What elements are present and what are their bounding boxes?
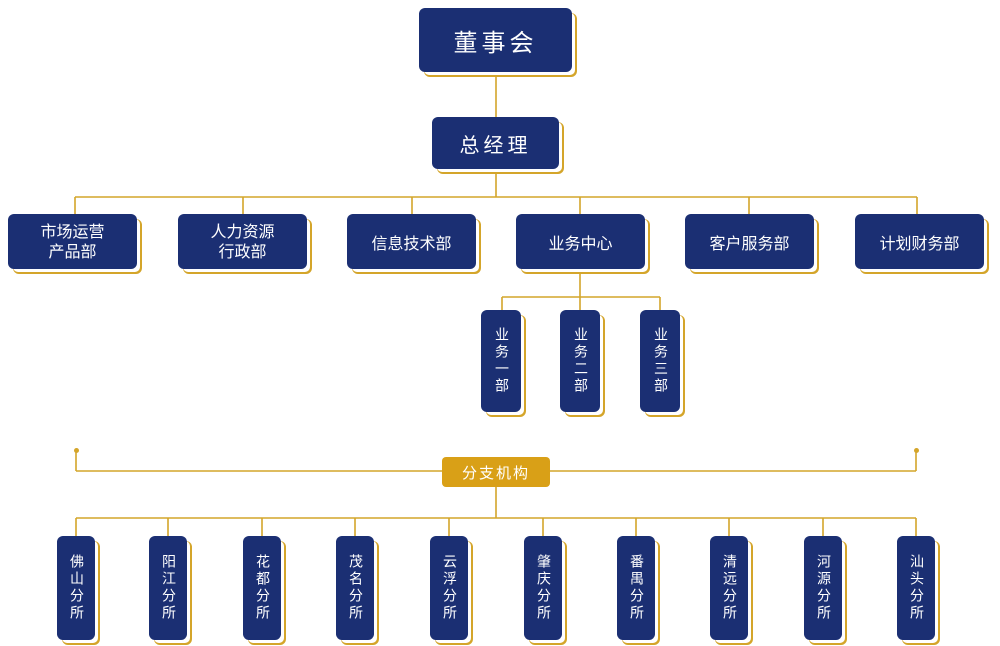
department-label-line1: 人力资源 (210, 221, 275, 241)
department-hr-admin[interactable]: 人力资源 行政部 (178, 214, 307, 269)
branch-label: 番禺分所 (628, 554, 644, 622)
branch-label: 阳江分所 (160, 554, 176, 622)
department-finance[interactable]: 计划财务部 (855, 214, 984, 269)
business-unit-2[interactable]: 业务二部 (560, 310, 600, 412)
branch-huadu[interactable]: 花都分所 (243, 536, 281, 640)
branch-panyu[interactable]: 番禺分所 (617, 536, 655, 640)
department-label: 业务中心 (548, 233, 613, 253)
general-manager-label: 总经理 (459, 132, 532, 157)
business-unit-label: 业务三部 (652, 327, 668, 395)
branch-qingyuan[interactable]: 清远分所 (710, 536, 748, 640)
department-label-line2: 产品部 (48, 241, 97, 261)
business-unit-3[interactable]: 业务三部 (640, 310, 680, 412)
branch-yangjiang[interactable]: 阳江分所 (149, 536, 187, 640)
department-label: 信息技术部 (371, 233, 452, 253)
branch-offices-label: 分支机构 (461, 463, 530, 482)
branch-offices-badge: 分支机构 (442, 457, 550, 487)
department-label: 计划财务部 (879, 233, 960, 253)
branch-foshan[interactable]: 佛山分所 (57, 536, 95, 640)
branch-shantou[interactable]: 汕头分所 (897, 536, 935, 640)
branch-heyuan[interactable]: 河源分所 (804, 536, 842, 640)
branch-maoming[interactable]: 茂名分所 (336, 536, 374, 640)
branch-label: 云浮分所 (441, 554, 457, 622)
branch-label: 花都分所 (254, 554, 270, 622)
department-label-line2: 行政部 (218, 241, 267, 261)
branch-yunfu[interactable]: 云浮分所 (430, 536, 468, 640)
department-business-center[interactable]: 业务中心 (516, 214, 645, 269)
bracket-dot-left (73, 447, 79, 453)
branch-label: 清远分所 (721, 554, 737, 622)
branch-label: 佛山分所 (68, 554, 84, 622)
branch-label: 河源分所 (815, 554, 831, 622)
branch-zhaoqing[interactable]: 肇庆分所 (524, 536, 562, 640)
department-customer-service[interactable]: 客户服务部 (685, 214, 814, 269)
business-unit-1[interactable]: 业务一部 (481, 310, 521, 412)
board-label: 董事会 (453, 28, 538, 57)
bracket-dot-right (913, 447, 919, 453)
board-node[interactable]: 董事会 (419, 8, 572, 72)
department-it[interactable]: 信息技术部 (347, 214, 476, 269)
department-label-line1: 市场运营 (40, 221, 105, 241)
branch-label: 茂名分所 (347, 554, 363, 622)
business-unit-label: 业务一部 (493, 327, 509, 395)
branch-label: 肇庆分所 (535, 554, 551, 622)
department-marketing[interactable]: 市场运营 产品部 (8, 214, 137, 269)
general-manager-node[interactable]: 总经理 (432, 117, 559, 169)
branch-label: 汕头分所 (908, 554, 924, 622)
department-label: 客户服务部 (709, 233, 790, 253)
business-unit-label: 业务二部 (572, 327, 588, 395)
